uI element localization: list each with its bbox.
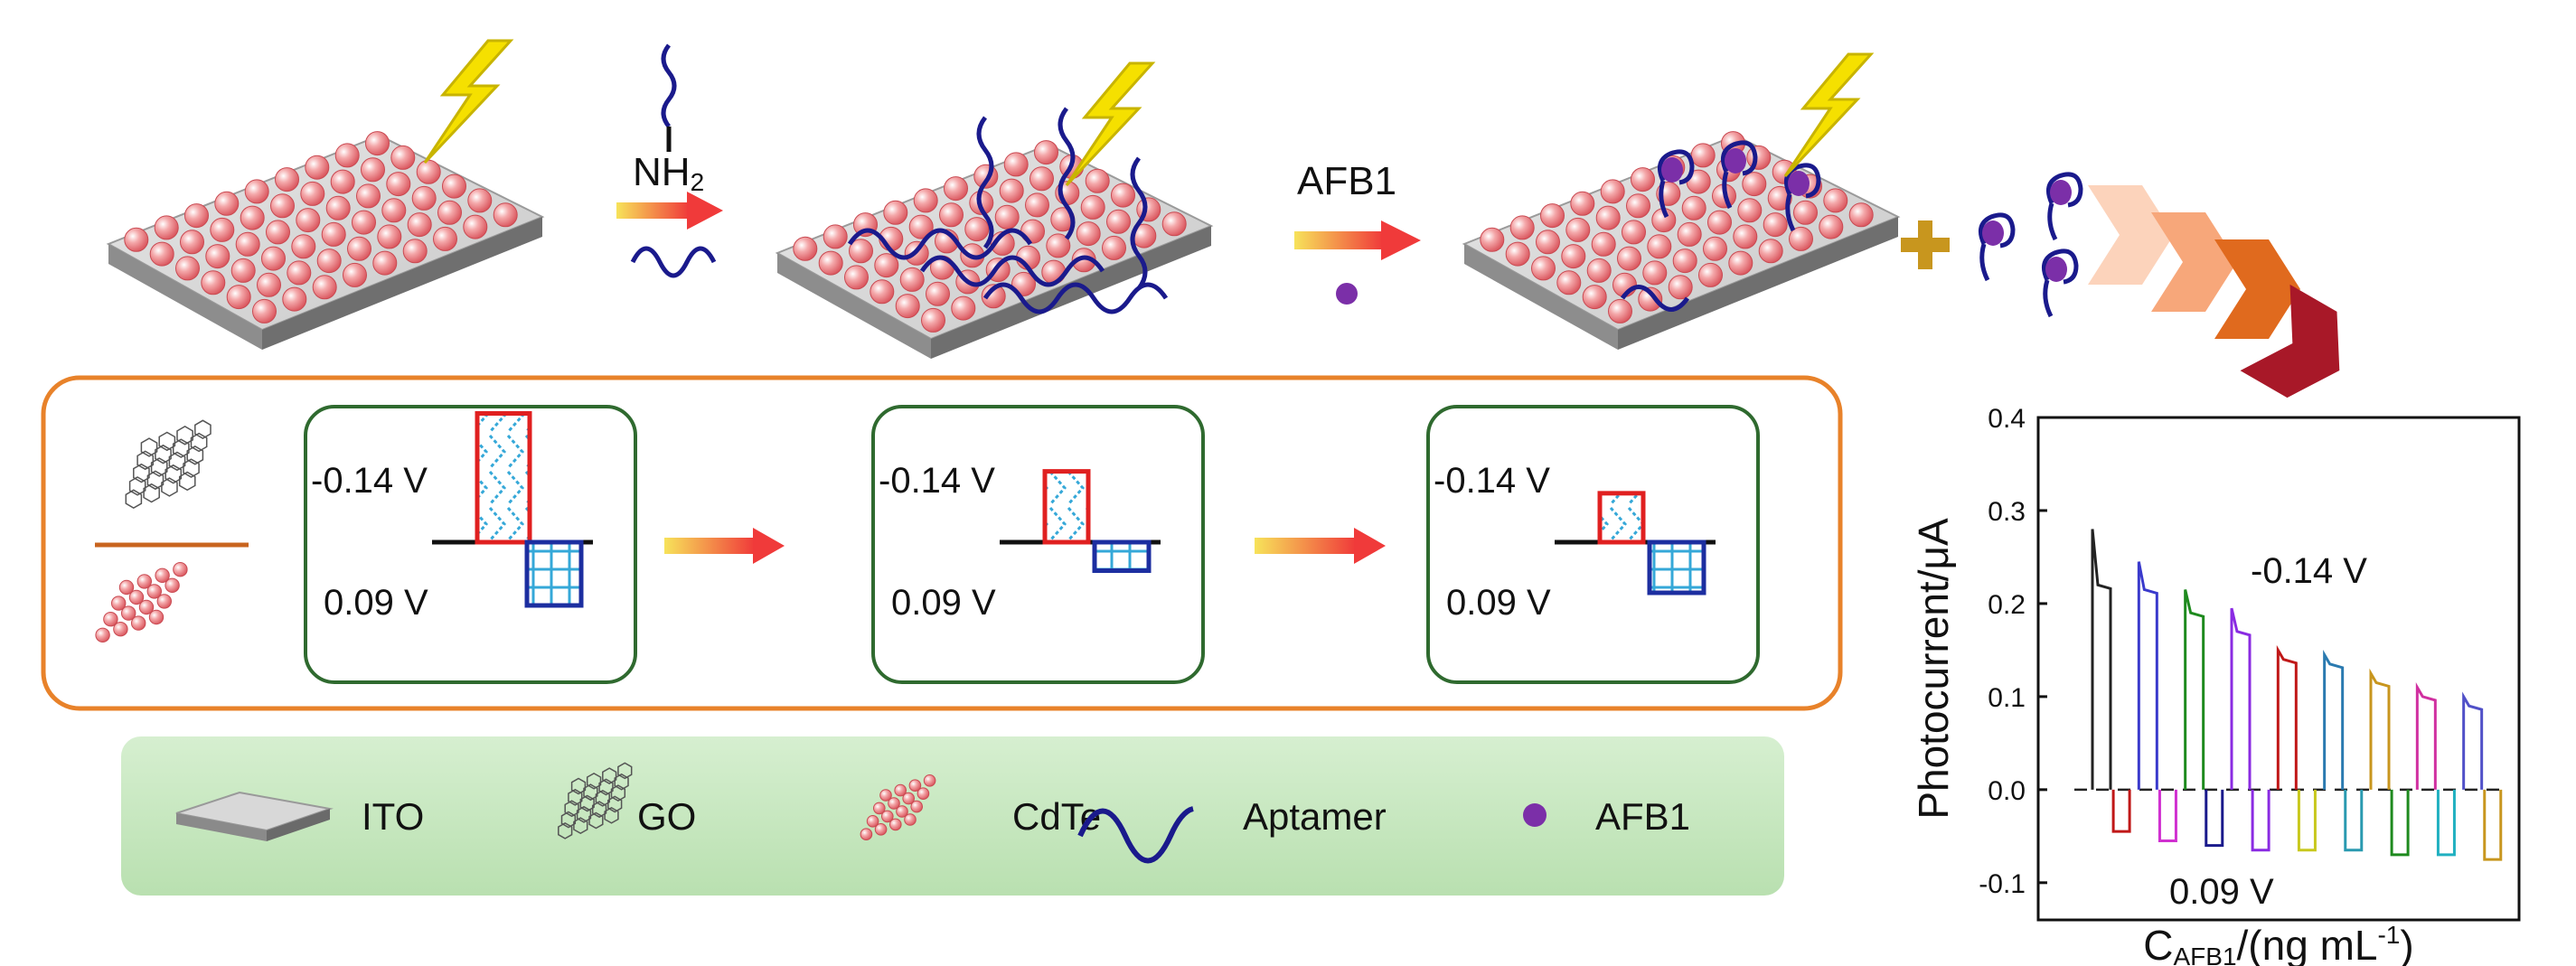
- energy-diagrams: -0.14 V 0.09 V -0.14 V 0.09 V -0.14 V 0.09 V: [304, 405, 1760, 684]
- graphene-oxide-icon: [125, 419, 212, 509]
- electrode-slabs: [106, 107, 1901, 359]
- y-tick-label: 0.2: [1988, 590, 2026, 620]
- chart-frame: [2036, 416, 2521, 922]
- energy-box-1: -0.14 V 0.09 V: [304, 405, 637, 684]
- legend-item: AFB1: [1523, 795, 1690, 838]
- y-tick-label: 0.4: [1988, 404, 2026, 434]
- legend-label: GO: [637, 795, 696, 838]
- upper-potential-label: -0.14 V: [311, 461, 428, 501]
- negative-pulse: [2344, 789, 2364, 852]
- y-tick-label: 0.3: [1988, 497, 2026, 527]
- legend-label: ITO: [362, 795, 424, 838]
- negative-pulse: [2251, 789, 2270, 852]
- negative-pulse: [2436, 789, 2456, 857]
- legend-item: CdTe: [860, 774, 1101, 841]
- aptamer-wave-icon: [1077, 806, 1194, 864]
- legend-label: Aptamer: [1243, 795, 1387, 838]
- electrode-slab: [106, 131, 545, 350]
- y-tick-label: 0.1: [1988, 683, 2026, 713]
- aptamer-afb1-complex: [1657, 149, 1695, 219]
- lightning-icon: [1783, 52, 1875, 178]
- lightning-icon: [423, 39, 514, 164]
- aptamer-afb1-complex: [1720, 140, 1758, 210]
- photocurrent-down-bar: [1647, 539, 1706, 596]
- aptamer-strands: [847, 107, 1169, 314]
- ito-slab-icon: [175, 791, 334, 841]
- panel-arrow-2: [1255, 528, 1386, 564]
- plus-icon: [1901, 220, 1950, 269]
- legend-label: AFB1: [1595, 795, 1690, 838]
- photocurrent-up-bar: [1597, 491, 1646, 545]
- legend-item: ITO: [175, 791, 424, 841]
- cdte-dots-icon: [95, 562, 188, 642]
- negative-pulse: [2205, 789, 2224, 848]
- negative-pulse: [2390, 789, 2410, 857]
- step-arrowhead-1: [687, 192, 723, 230]
- negative-pulse: [2111, 789, 2131, 833]
- positive-pulse: [2462, 691, 2484, 790]
- lower-potential-label: 0.09 V: [1446, 583, 1551, 623]
- photocurrent-down-bar: [1092, 539, 1152, 573]
- lower-potential-label: 0.09 V: [324, 583, 428, 623]
- electrode-slab: [775, 140, 1214, 359]
- legend-box: [121, 736, 1784, 896]
- step-arrowhead-2: [1381, 220, 1421, 260]
- upper-potential-label: -0.14 V: [1434, 461, 1550, 501]
- positive-pulse: [2184, 589, 2205, 790]
- aptamer-wave-icon: [630, 246, 717, 278]
- photocurrent-down-bar: [524, 539, 584, 608]
- released-complexes: [1978, 172, 2083, 318]
- positive-pulse: [2137, 561, 2158, 790]
- positive-pulse: [2091, 529, 2112, 790]
- photocurrent-chart: 0.4 0.3 0.2 0.1 0.0 -0.1 -0.14 V 0.09 V Photocur…: [1910, 404, 2521, 966]
- negative-pulse: [2483, 789, 2503, 861]
- afb1-dot-icon: [1523, 803, 1547, 827]
- aptamer-afb1-complex: [1783, 163, 1821, 232]
- cdte-dots-icon: [860, 774, 936, 841]
- lower-potential-label: 0.09 V: [891, 583, 996, 623]
- panel-arrow-1: [664, 528, 785, 564]
- legend: ITO GO CdTe Aptamer AFB1: [175, 762, 1690, 864]
- legend-label: CdTe: [1012, 795, 1101, 838]
- amine-label: NH2: [633, 150, 704, 196]
- energy-box-3: -0.14 V 0.09 V: [1426, 405, 1760, 684]
- photocurrent-up-bar: [1042, 469, 1091, 545]
- y-tick-label: -0.1: [1979, 869, 2026, 899]
- annotation-lower: 0.09 V: [2169, 872, 2274, 912]
- legend-item: GO: [558, 762, 696, 839]
- aptamer-afb1-complex: [2041, 249, 2079, 318]
- legend-item: Aptamer: [1077, 795, 1387, 864]
- y-tick-label: 0.0: [1988, 776, 2026, 806]
- step-arrow-2: [1294, 231, 1383, 249]
- annotation-upper: -0.14 V: [2251, 551, 2367, 591]
- positive-pulse: [2369, 668, 2391, 790]
- target-label: AFB1: [1297, 159, 1396, 203]
- energy-box-2: -0.14 V 0.09 V: [871, 405, 1205, 684]
- afb1-molecule-icon: [1336, 283, 1358, 305]
- positive-pulse: [2415, 682, 2437, 790]
- step-arrow-1: [616, 202, 689, 219]
- aptamer-afb1-complex: [2045, 172, 2083, 241]
- photocurrent-up-bar: [475, 411, 532, 545]
- y-axis-label: Photocurrent/μA: [1910, 518, 1957, 820]
- aptamer-strand-icon: [661, 43, 677, 152]
- positive-pulse: [2323, 650, 2345, 790]
- energy-level-panel: [41, 375, 1843, 711]
- aptamer-afb1-complex: [1978, 212, 2016, 282]
- negative-pulse: [2158, 789, 2177, 842]
- negative-pulse: [2297, 789, 2317, 852]
- chevron-arrows-icon: [2088, 185, 2340, 399]
- x-axis-label: CAFB1/(ng mL-1): [2143, 921, 2413, 966]
- upper-potential-label: -0.14 V: [879, 461, 995, 501]
- lightning-icon: [1065, 61, 1156, 187]
- graphene-oxide-icon: [558, 762, 633, 839]
- positive-pulse: [2230, 607, 2252, 790]
- positive-pulse: [2276, 644, 2298, 790]
